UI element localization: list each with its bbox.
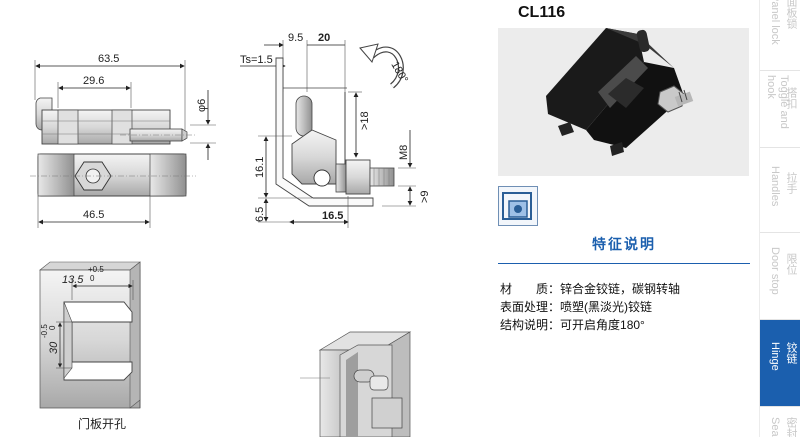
door-cutout-drawing: 13.5 +0.5 0 30 -0.5 0 门板开孔	[39, 261, 141, 431]
dim-16-1: 16.1	[254, 157, 266, 178]
spec-surface-label: 表面处理：	[500, 300, 561, 314]
spec-surface: 表面处理：喷塑(黑淡光)铰链	[500, 298, 652, 315]
cutout-shape	[63, 301, 133, 381]
cutout-caption: 门板开孔	[78, 416, 126, 431]
sidebar-item-handles[interactable]: 拉手 Handles	[760, 148, 800, 233]
sidebar-item-seal-zh: 密封	[785, 417, 797, 437]
door-panel	[275, 57, 374, 207]
dim-mid-width: 29.6	[83, 75, 104, 87]
cutout-tol-height-bot: 0	[48, 325, 57, 330]
side-view: 9.5 20 Ts=1.5 180° >18 M8	[240, 32, 431, 228]
sidebar-item-door-stop[interactable]: 限位 Door stop	[760, 233, 800, 320]
dim-thickness: Ts=1.5	[240, 54, 273, 66]
sidebar-item-handles-zh: 拉手	[785, 172, 797, 194]
dim-16-5: 16.5	[322, 210, 343, 222]
dim-overall-width: 63.5	[98, 53, 119, 65]
spec-structure-label: 结构说明：	[500, 318, 561, 332]
pin-head	[295, 95, 313, 137]
sidebar-item-hinge-zh: 铰链	[785, 342, 797, 364]
sidebar-item-handles-en: Handles	[769, 166, 781, 207]
spec-material: 材 质：锌合金铰链，碳钢转轴	[500, 280, 680, 297]
drawing-canvas: 63.5 29.6 φ6 46.5	[30, 32, 431, 437]
sidebar-item-seal[interactable]: 密封 Seal	[760, 407, 800, 437]
category-sidebar: 面板锁 Panel lock 搭扣 Toggle and hook 拉手 Han…	[759, 0, 800, 437]
dim-pin-diameter: φ6	[196, 99, 208, 112]
sidebar-item-panel-lock-zh: 面板锁	[785, 0, 797, 29]
dim-6-5: 6.5	[254, 207, 266, 222]
top-view: 63.5 29.6 φ6 46.5	[30, 53, 216, 228]
sidebar-item-toggle-hook[interactable]: 搭扣 Toggle and hook	[760, 71, 800, 148]
feature-heading: 特征说明	[592, 236, 656, 252]
feature-divider	[498, 263, 750, 264]
cutout-tol-width-bot: 0	[90, 274, 95, 283]
sidebar-item-hinge[interactable]: 铰链 Hinge	[760, 320, 800, 407]
threaded-stud	[369, 167, 395, 187]
cutout-tol-height-top: -0.5	[40, 324, 49, 338]
sidebar-item-door-stop-zh: 限位	[785, 253, 797, 275]
cutout-dim-height: 30	[48, 341, 60, 354]
sidebar-item-toggle-hook-zh: 搭扣	[785, 87, 797, 109]
spec-structure-value: 可开启角度180°	[560, 318, 645, 332]
sidebar-item-toggle-hook-en: Toggle and hook	[765, 75, 790, 129]
dim-9-5: 9.5	[288, 32, 303, 44]
dim-180: 180°	[388, 60, 410, 86]
sidebar-item-hinge-en: Hinge	[769, 342, 781, 371]
spec-material-label: 材 质：	[500, 282, 561, 296]
dim-20: 20	[318, 32, 330, 44]
sidebar-item-seal-en: Seal	[769, 417, 781, 437]
mount-type-icon	[498, 186, 538, 226]
sidebar-item-panel-lock-en: Panel lock	[769, 0, 781, 45]
dim-gt9: >9	[419, 190, 431, 203]
sidebar-item-panel-lock[interactable]: 面板锁 Panel lock	[760, 0, 800, 71]
product-code: CL116	[518, 4, 566, 21]
spec-material-value: 锌合金铰链，碳钢转轴	[560, 282, 681, 296]
spec-structure: 结构说明：可开启角度180°	[500, 316, 645, 333]
dim-bottom-width: 46.5	[83, 209, 104, 221]
dim-gt18: >18	[359, 111, 371, 130]
side-nut	[345, 159, 371, 195]
technical-drawings: 63.5 29.6 φ6 46.5	[30, 32, 431, 437]
mounted-view	[300, 331, 412, 437]
sidebar-item-door-stop-en: Door stop	[769, 247, 781, 295]
cutout-dim-width: 13.5	[62, 274, 84, 286]
dim-m8: M8	[398, 145, 410, 160]
cutout-tol-width-top: +0.5	[88, 265, 104, 274]
spec-surface-value: 喷塑(黑淡光)铰链	[560, 300, 653, 314]
product-photo	[498, 28, 749, 176]
